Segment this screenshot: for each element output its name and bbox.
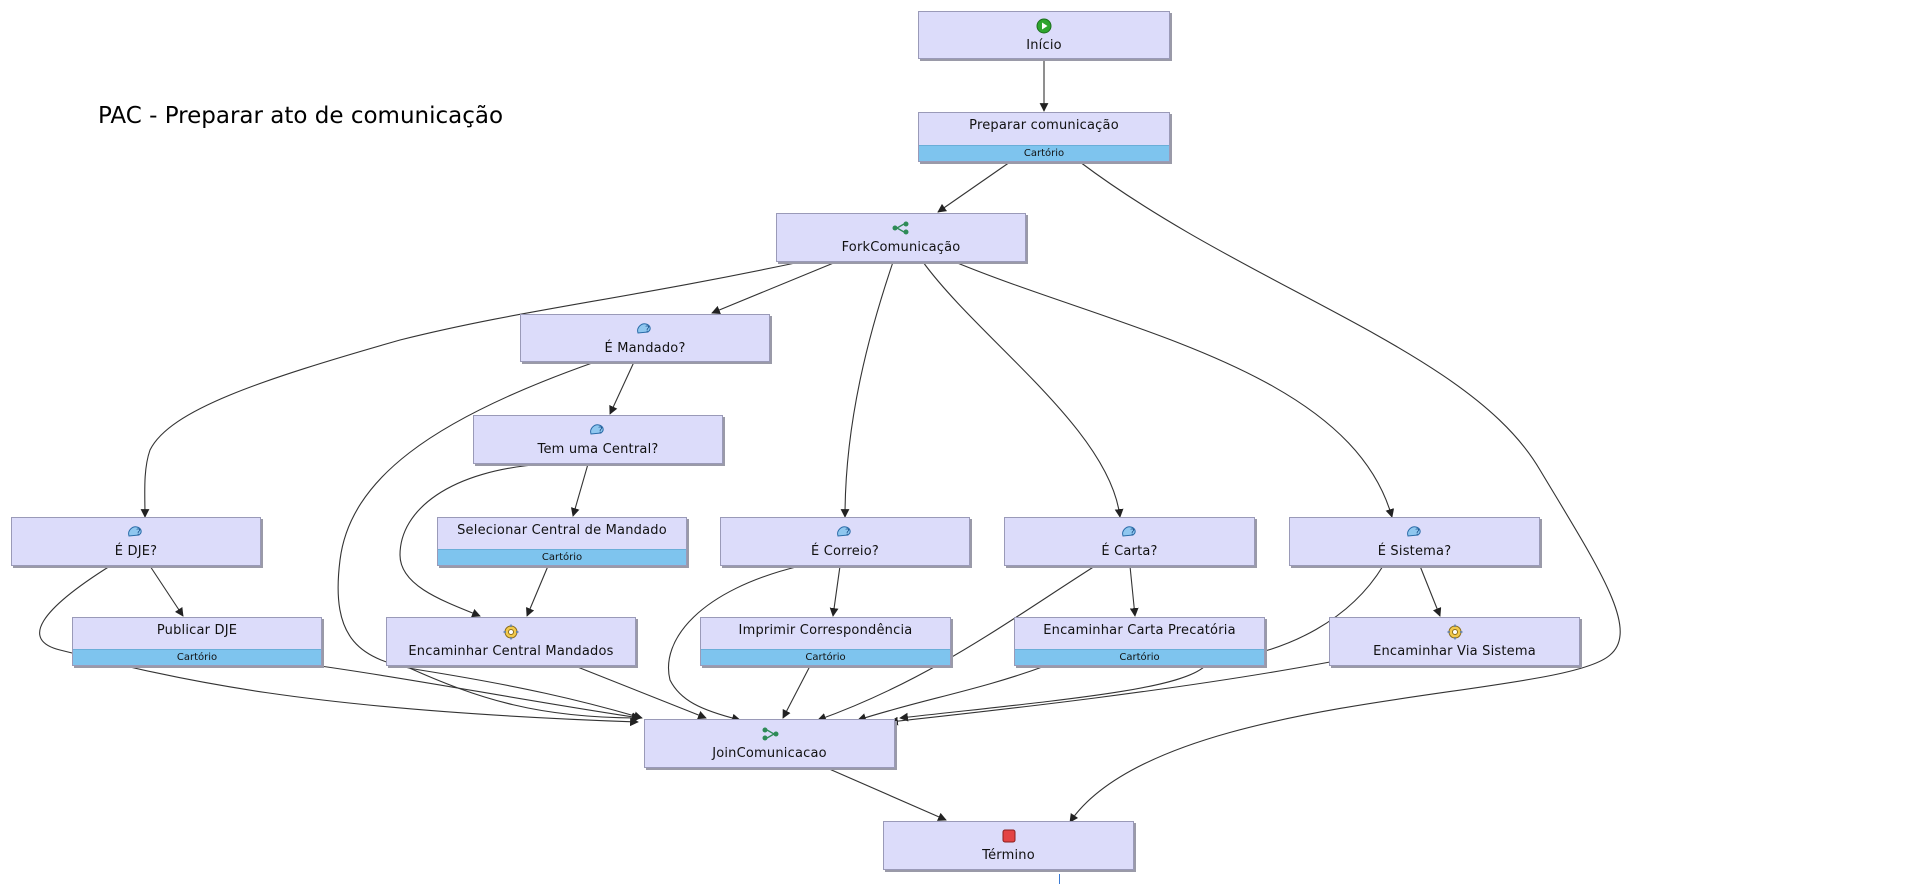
node-sistema[interactable]: ? É Sistema? <box>1289 517 1540 566</box>
node-publicar[interactable]: Publicar DJE Cartório <box>72 617 322 666</box>
edge-mandado-join <box>337 361 643 721</box>
node-imprimir[interactable]: Imprimir Correspondência Cartório <box>700 617 951 666</box>
edge-central-encCentral <box>399 463 546 618</box>
edge-publicar-join <box>319 665 641 722</box>
edge-preparar-termino <box>1069 161 1621 823</box>
svg-text:?: ? <box>1130 528 1135 538</box>
svg-text:?: ? <box>136 528 141 538</box>
node-enc-carta[interactable]: Encaminhar Carta Precatória Cartório <box>1014 617 1265 666</box>
node-label: Tem uma Central? <box>537 442 659 457</box>
edge-correio-imprimir <box>829 565 841 617</box>
node-label: É Mandado? <box>604 341 686 356</box>
node-preparar[interactable]: Preparar comunicação Cartório <box>918 112 1170 162</box>
decision-icon: ? <box>521 321 769 337</box>
node-label: É Correio? <box>810 544 879 559</box>
node-label: Encaminhar Central Mandados <box>408 644 614 659</box>
node-label: Publicar DJE <box>156 623 238 638</box>
node-label: Preparar comunicação <box>969 118 1119 133</box>
node-label: Encaminhar Carta Precatória <box>1043 623 1236 638</box>
edge-selecionar-encCentral <box>526 565 549 617</box>
diagram-title: PAC - Preparar ato de comunicação <box>98 103 504 129</box>
svg-text:?: ? <box>645 325 650 335</box>
edge-fork-sistema <box>954 261 1395 518</box>
node-label: É Sistema? <box>1377 544 1452 559</box>
svg-text:?: ? <box>1415 528 1420 538</box>
edge-fork-correio <box>840 261 894 518</box>
node-selecionar[interactable]: Selecionar Central de Mandado Cartório <box>437 517 687 566</box>
node-label: É Carta? <box>1101 544 1158 559</box>
edge-fork-mandado <box>711 261 837 315</box>
node-label: Imprimir Correspondência <box>738 623 913 638</box>
node-label: JoinComunicacao <box>712 746 827 761</box>
node-inicio[interactable]: Início <box>918 11 1170 59</box>
node-label: ForkComunicação <box>841 240 961 255</box>
swimlane-label: Cartório <box>438 549 686 565</box>
end-icon <box>884 828 1133 844</box>
node-label: Encaminhar Via Sistema <box>1373 644 1536 659</box>
start-icon <box>919 18 1169 34</box>
svg-text:?: ? <box>845 528 850 538</box>
edge-carta-encCarta <box>1129 565 1139 617</box>
text-cursor <box>1059 874 1060 884</box>
decision-icon: ? <box>721 524 969 540</box>
decision-icon: ? <box>1290 524 1539 540</box>
decision-icon: ? <box>474 422 722 438</box>
system-task-icon <box>1330 624 1579 640</box>
node-termino[interactable]: Término <box>883 821 1134 870</box>
edge-central-selecionar <box>570 463 589 517</box>
edge-imprimir-join <box>782 665 811 719</box>
node-correio[interactable]: ? É Correio? <box>720 517 970 566</box>
node-label: É DJE? <box>114 544 158 559</box>
node-join[interactable]: JoinComunicacao <box>644 719 895 768</box>
node-central[interactable]: ? Tem uma Central? <box>473 415 723 464</box>
node-fork[interactable]: ForkComunicação <box>776 213 1026 262</box>
edge-encCentral-join <box>574 665 707 720</box>
edge-dje-join <box>39 565 639 727</box>
node-label: Início <box>1026 38 1062 53</box>
node-carta[interactable]: ? É Carta? <box>1004 517 1255 566</box>
node-dje[interactable]: ? É DJE? <box>11 517 261 566</box>
fork-icon <box>777 220 1025 236</box>
edge-carta-join <box>817 565 1096 722</box>
edge-encCarta-join <box>857 665 1046 722</box>
edge-preparar-fork <box>937 161 1011 213</box>
edge-mandado-central <box>609 361 635 415</box>
edge-fork-dje <box>140 261 801 518</box>
decision-icon: ? <box>12 524 260 540</box>
edge-encCarta-join2 <box>899 665 1206 722</box>
system-task-icon <box>387 624 635 640</box>
decision-icon: ? <box>1005 524 1254 540</box>
swimlane-label: Cartório <box>1015 649 1264 665</box>
swimlane-label: Cartório <box>919 145 1169 161</box>
edge-sistema-encSistema <box>1419 565 1442 617</box>
edge-correio-join <box>668 565 801 723</box>
node-label: Término <box>982 848 1035 863</box>
node-label: Selecionar Central de Mandado <box>457 523 667 538</box>
edge-dje-publicar <box>149 565 184 617</box>
edge-encSistema-join <box>889 661 1331 726</box>
swimlane-label: Cartório <box>701 649 950 665</box>
swimlane-label: Cartório <box>73 649 321 665</box>
node-mandado[interactable]: ? É Mandado? <box>520 314 770 362</box>
edge-join-termino <box>826 767 947 821</box>
node-enc-central[interactable]: Encaminhar Central Mandados <box>386 617 636 666</box>
edge-encCentral-join2 <box>404 665 641 723</box>
svg-text:?: ? <box>598 426 603 436</box>
edge-fork-carta <box>922 261 1124 518</box>
node-enc-sistema[interactable]: Encaminhar Via Sistema <box>1329 617 1580 666</box>
join-icon <box>645 726 894 742</box>
